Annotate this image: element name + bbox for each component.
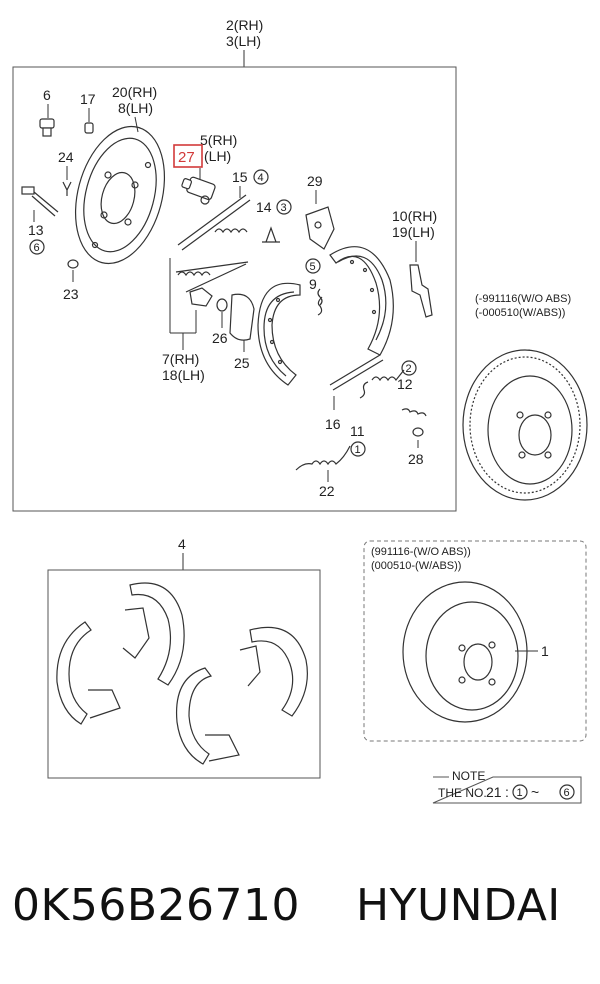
backing-plate-assembly-frame — [12, 66, 457, 512]
callout-2-rh[interactable]: 2(RH) — [226, 17, 263, 33]
note-number: 21 — [486, 784, 502, 800]
note-title: NOTE — [452, 769, 485, 783]
callout-25[interactable]: 25 — [234, 355, 250, 371]
brake-shoe-set-frame — [47, 569, 321, 779]
callout-9-note[interactable]: 5 — [310, 261, 316, 273]
clip[interactable] — [62, 181, 72, 196]
drum-2-note-line2: (000510-(W/ABS)) — [371, 560, 461, 572]
callout-28[interactable]: 28 — [408, 451, 424, 467]
callout-7-rh[interactable]: 7(RH) — [162, 351, 199, 367]
brake-shoe-right[interactable] — [329, 246, 394, 356]
lower-spring[interactable] — [295, 445, 351, 471]
drum-without-abs-frame — [363, 540, 587, 742]
brake-drum[interactable] — [402, 581, 528, 723]
callout-20-rh[interactable]: 20(RH) — [112, 84, 157, 100]
cup[interactable] — [412, 427, 424, 437]
callout-23[interactable]: 23 — [63, 286, 79, 302]
callout-22[interactable]: 22 — [319, 483, 335, 499]
anchor-bolt[interactable] — [21, 186, 59, 217]
highlight-box-27 — [173, 144, 203, 168]
washer[interactable] — [67, 259, 79, 269]
callout-27-highlighted[interactable]: 27 — [178, 149, 195, 166]
callout-14-note[interactable]: 3 — [281, 202, 287, 214]
wheel-cylinder[interactable] — [181, 176, 216, 205]
callout-24[interactable]: 24 — [58, 149, 74, 165]
note-colon: : — [505, 784, 509, 800]
callout-15[interactable]: 15 — [232, 169, 248, 185]
pin[interactable] — [359, 381, 369, 399]
shoe-set-1[interactable] — [56, 621, 121, 725]
callout-3-lh[interactable]: 3(LH) — [226, 33, 261, 49]
drum-2-note-line1: (991116-(W/O ABS)) — [371, 546, 471, 558]
drum-1-note-line1: (-991116(W/O ABS) — [475, 293, 571, 305]
callout-10-rh[interactable]: 10(RH) — [392, 208, 437, 224]
bleeder-screw[interactable] — [39, 118, 55, 137]
callout-8-lh[interactable]: 8(LH) — [118, 100, 153, 116]
callout-29[interactable]: 29 — [307, 173, 323, 189]
hold-spring[interactable] — [401, 408, 427, 417]
note-tilde: ~ — [531, 784, 539, 800]
parking-lever[interactable] — [409, 264, 433, 318]
callout-16[interactable]: 16 — [325, 416, 341, 432]
part-number: 0K56B26710 — [12, 880, 300, 931]
callout-11[interactable]: 11 — [350, 423, 365, 439]
note-to: 6 — [564, 787, 570, 799]
shoe-set-3[interactable] — [175, 667, 240, 765]
footer: 0K56B26710 HYUNDAI — [0, 880, 600, 950]
callout-5-rh[interactable]: 5(RH) — [200, 132, 237, 148]
callout-15-note[interactable]: 4 — [258, 172, 264, 184]
callout-1-bottom[interactable]: 1 — [541, 643, 549, 659]
callout-9[interactable]: 9 — [309, 276, 317, 292]
shoe-set-2[interactable] — [122, 582, 185, 686]
callout-19-lh[interactable]: 19(LH) — [392, 224, 435, 240]
note-prefix: THE NO. — [438, 786, 487, 800]
adjuster-lever[interactable] — [305, 206, 335, 250]
retainer[interactable] — [262, 226, 280, 243]
callout-14[interactable]: 14 — [256, 199, 272, 215]
note-frame — [432, 776, 582, 804]
plate[interactable] — [229, 293, 255, 341]
brake-drum-abs[interactable] — [462, 349, 588, 501]
callout-13-note[interactable]: 6 — [34, 242, 40, 254]
adjuster[interactable] — [189, 287, 213, 307]
callout-17[interactable]: 17 — [80, 91, 96, 107]
callout-26[interactable]: 26 — [212, 330, 228, 346]
callout-18-lh[interactable]: 18(LH) — [162, 367, 205, 383]
callout-12-note[interactable]: 2 — [406, 363, 412, 375]
nut[interactable] — [216, 298, 228, 312]
drum-1-note-line2: (-000510(W/ABS)) — [475, 307, 565, 319]
brake-shoe-left[interactable] — [257, 282, 301, 386]
brand-name: HYUNDAI — [356, 880, 561, 931]
callout-12[interactable]: 12 — [397, 376, 413, 392]
note-from: 1 — [517, 787, 523, 799]
callout-6[interactable]: 6 — [43, 87, 51, 103]
callout-4[interactable]: 4 — [178, 536, 186, 552]
adjuster-strut[interactable] — [175, 194, 251, 293]
backing-plate[interactable] — [61, 117, 178, 274]
return-spring[interactable] — [371, 369, 405, 382]
shoe-set-4[interactable] — [239, 626, 308, 717]
callout-13[interactable]: 13 — [28, 222, 44, 238]
callout-27-lh[interactable]: (LH) — [204, 148, 231, 164]
cap[interactable] — [84, 122, 94, 134]
spring[interactable] — [317, 288, 323, 316]
callout-11-note[interactable]: 1 — [355, 444, 361, 456]
